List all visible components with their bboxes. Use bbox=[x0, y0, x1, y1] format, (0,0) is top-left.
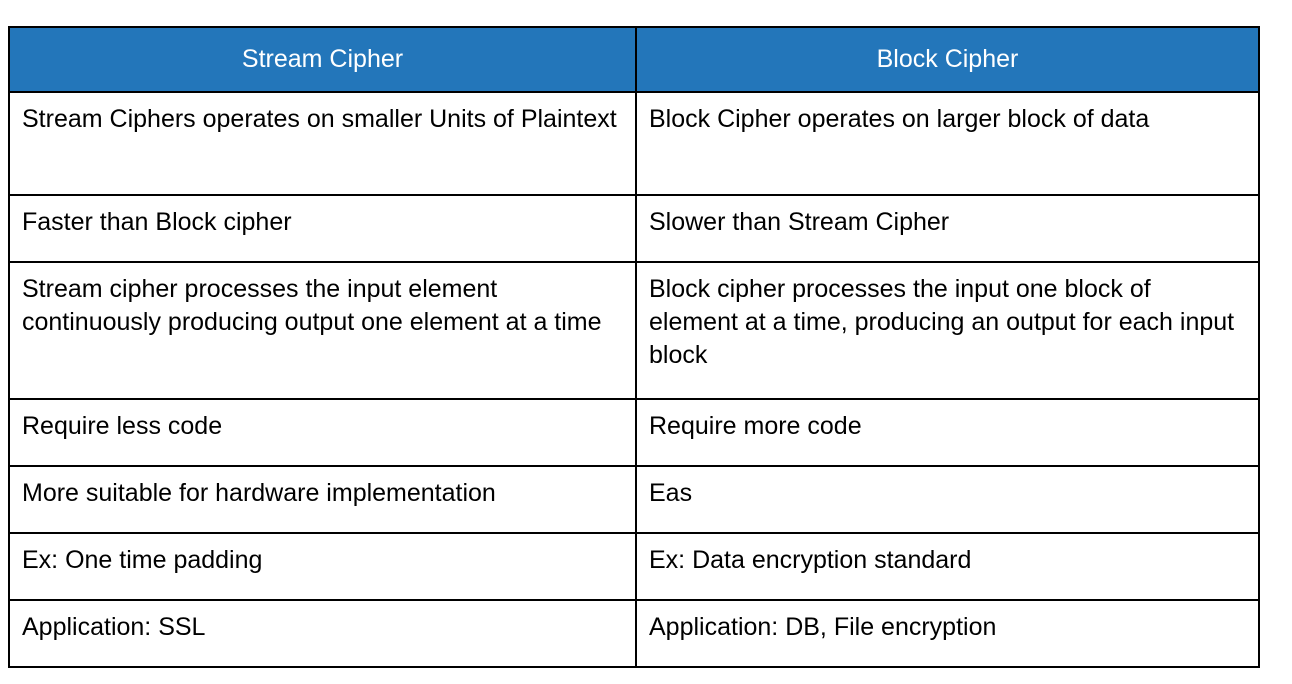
cell-stream-cipher-1: Faster than Block cipher bbox=[8, 194, 637, 263]
cell-stream-cipher-0: Stream Ciphers operates on smaller Units… bbox=[8, 91, 637, 196]
cell-stream-cipher-5: Ex: One time padding bbox=[8, 532, 637, 601]
table-row: Stream cipher processes the input elemen… bbox=[8, 261, 1260, 400]
cell-stream-cipher-6: Application: SSL bbox=[8, 599, 637, 668]
cell-block-cipher-4: Eas bbox=[635, 465, 1260, 534]
table-row: Faster than Block cipher Slower than Str… bbox=[8, 194, 1260, 263]
cell-block-cipher-6: Application: DB, File encryption bbox=[635, 599, 1260, 668]
cipher-comparison-table: Stream Cipher Block Cipher Stream Cipher… bbox=[8, 26, 1260, 668]
cell-stream-cipher-4: More suitable for hardware implementatio… bbox=[8, 465, 637, 534]
cell-stream-cipher-2: Stream cipher processes the input elemen… bbox=[8, 261, 637, 400]
table-row: Ex: One time padding Ex: Data encryption… bbox=[8, 532, 1260, 601]
cell-block-cipher-1: Slower than Stream Cipher bbox=[635, 194, 1260, 263]
table-body: Stream Ciphers operates on smaller Units… bbox=[8, 91, 1260, 668]
cell-block-cipher-5: Ex: Data encryption standard bbox=[635, 532, 1260, 601]
column-header-stream-cipher: Stream Cipher bbox=[8, 26, 637, 93]
table-row: More suitable for hardware implementatio… bbox=[8, 465, 1260, 534]
table-header: Stream Cipher Block Cipher bbox=[8, 26, 1260, 93]
cell-block-cipher-0: Block Cipher operates on larger block of… bbox=[635, 91, 1260, 196]
cell-block-cipher-3: Require more code bbox=[635, 398, 1260, 467]
cell-block-cipher-2: Block cipher processes the input one blo… bbox=[635, 261, 1260, 400]
table-row: Application: SSL Application: DB, File e… bbox=[8, 599, 1260, 668]
column-header-block-cipher: Block Cipher bbox=[635, 26, 1260, 93]
table-row: Stream Ciphers operates on smaller Units… bbox=[8, 91, 1260, 196]
header-row: Stream Cipher Block Cipher bbox=[8, 26, 1260, 93]
cell-stream-cipher-3: Require less code bbox=[8, 398, 637, 467]
table-row: Require less code Require more code bbox=[8, 398, 1260, 467]
